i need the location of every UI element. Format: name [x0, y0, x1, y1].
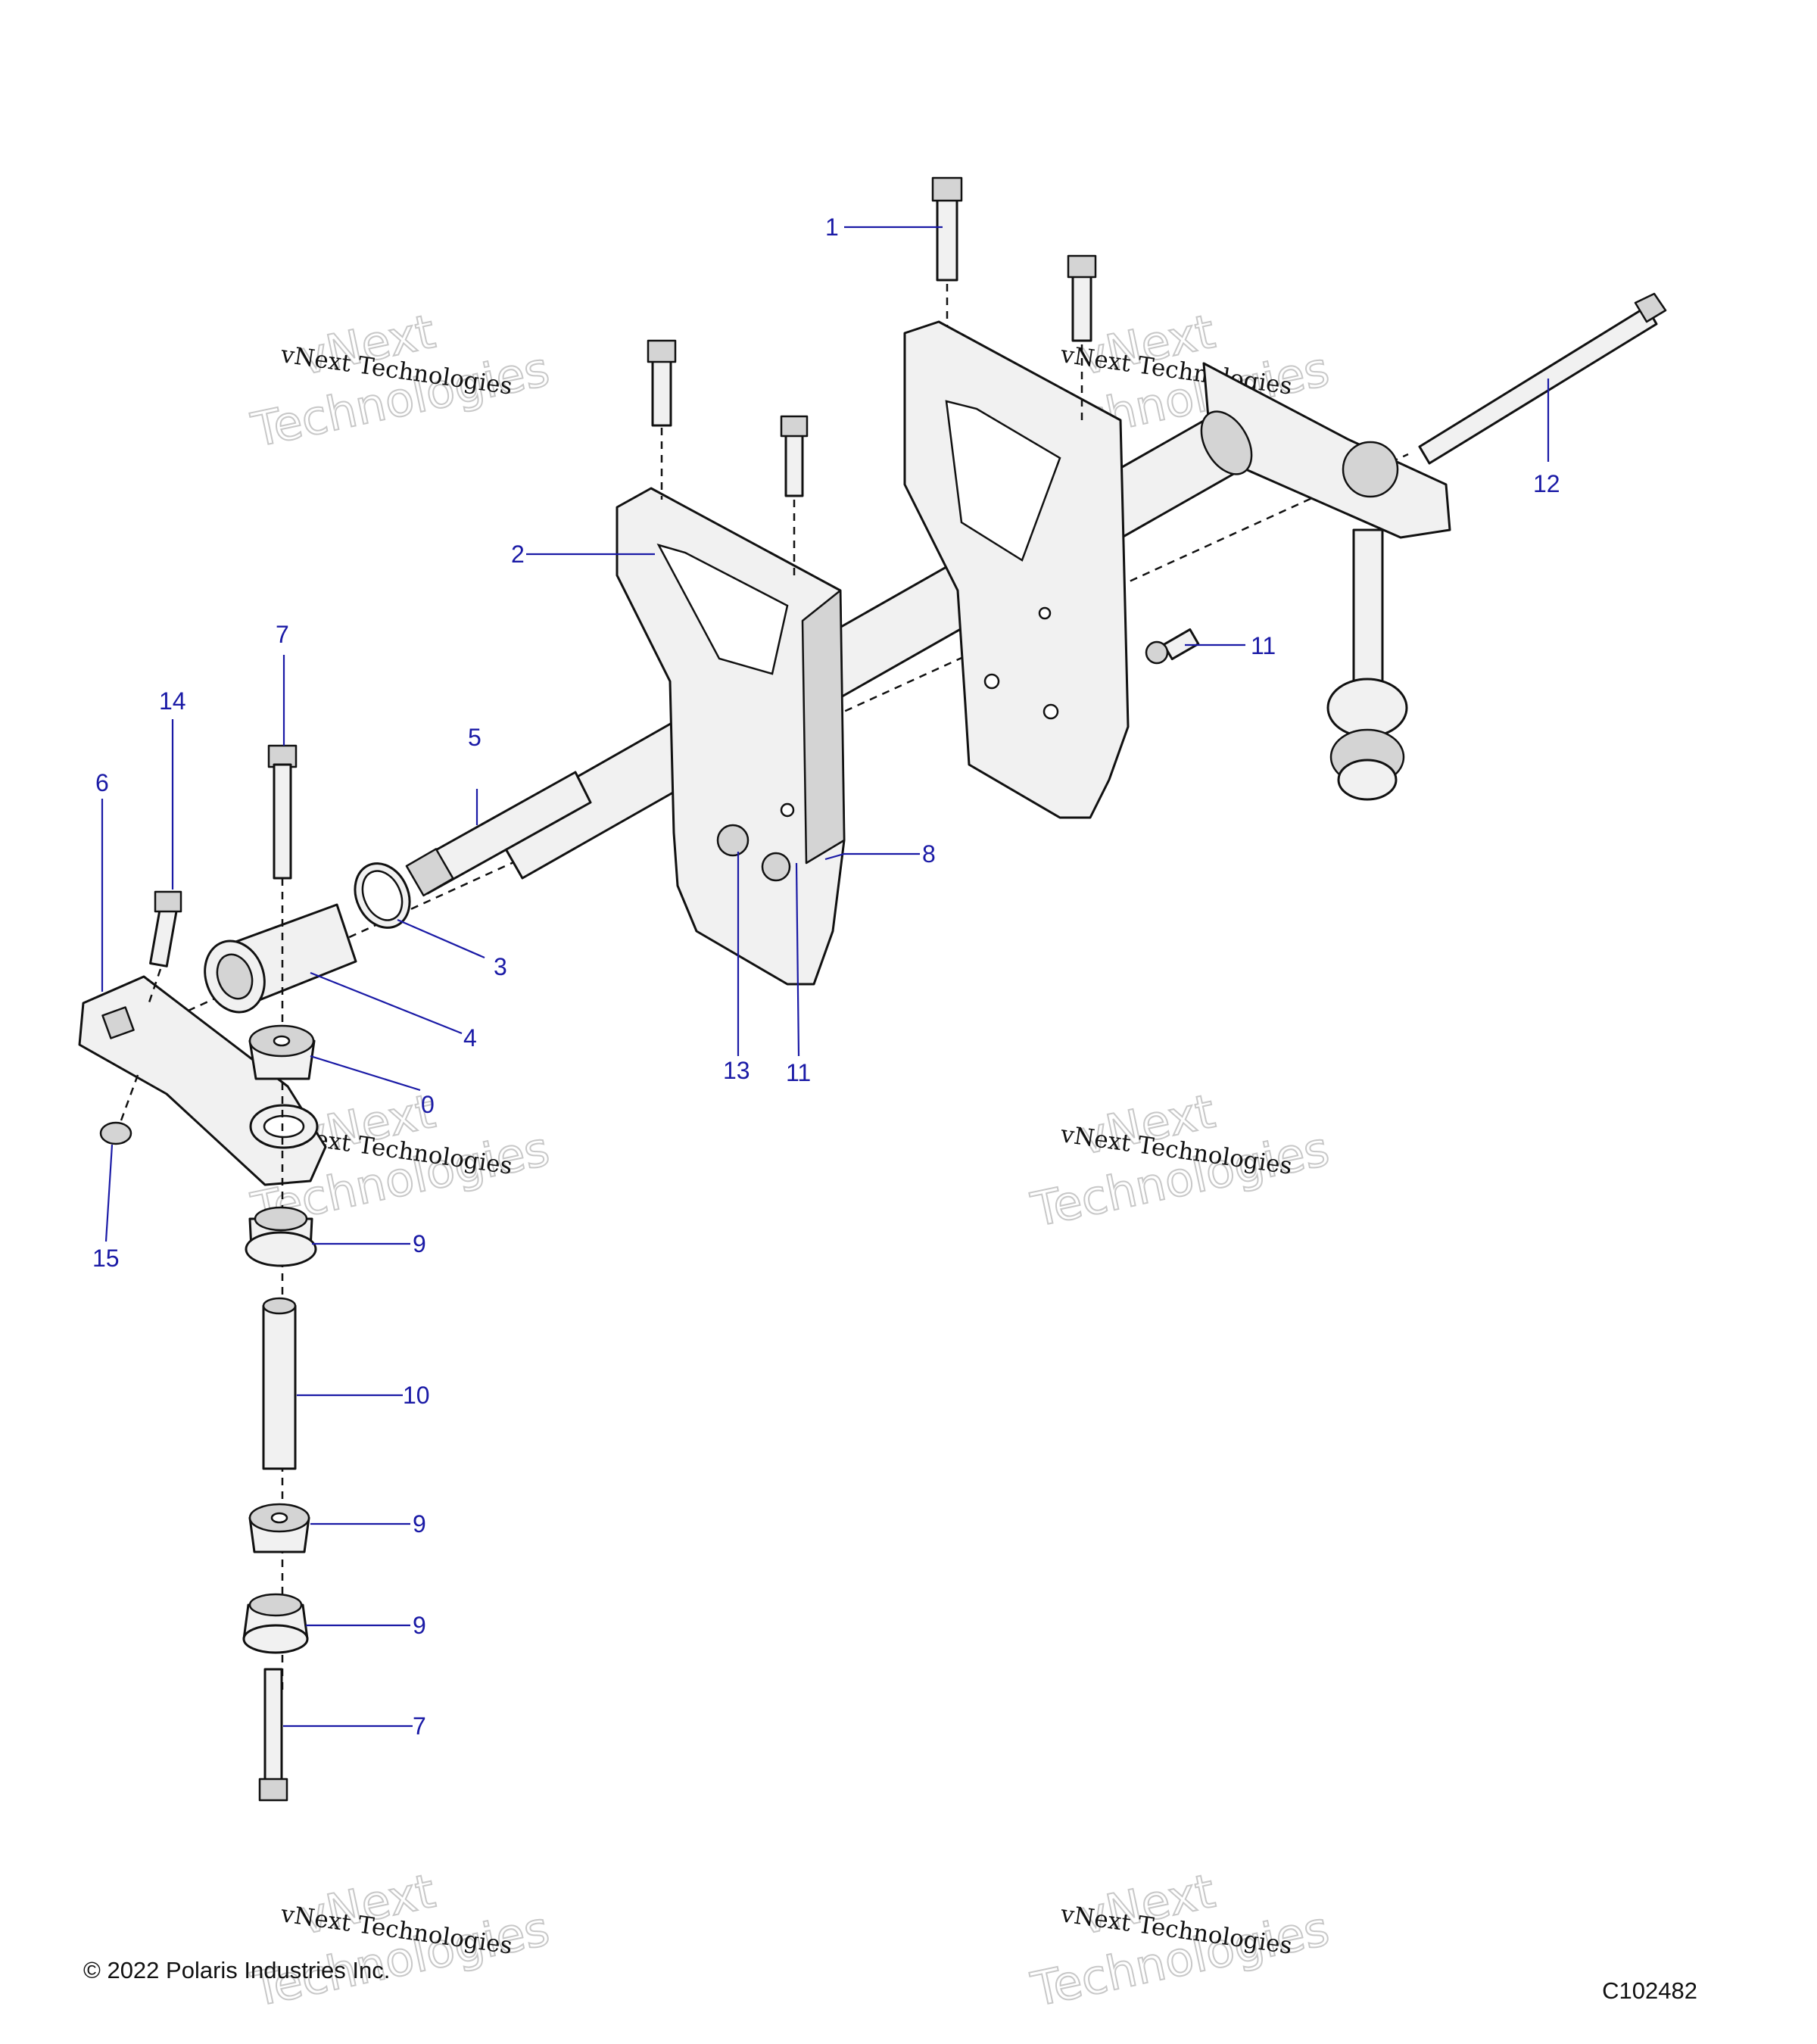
callout-9c: 9 [413, 1612, 426, 1639]
callout-7-bottom: 7 [413, 1712, 426, 1740]
callout-13: 13 [723, 1057, 750, 1084]
part-bolt-7-bottom [258, 1668, 288, 1802]
part-bushing-9c [242, 1593, 309, 1654]
part-front-bracket [616, 487, 846, 986]
part-long-bolt [1418, 292, 1667, 465]
part-bolt-top-4 [780, 415, 809, 575]
callout-11-right: 11 [1251, 632, 1276, 659]
callout-0: 0 [421, 1091, 435, 1118]
copyright-notice: © 2022 Polaris Industries Inc. [83, 1957, 391, 1983]
leader-8 [824, 852, 920, 861]
callout-4: 4 [463, 1024, 477, 1052]
part-bolt-14 [146, 890, 182, 1008]
part-rear-bracket [903, 320, 1130, 819]
drawing-number: C102482 [1602, 1977, 1697, 2004]
callout-8: 8 [922, 840, 936, 868]
callout-12: 12 [1533, 470, 1560, 497]
part-spacer-10 [262, 1297, 297, 1470]
part-sleeve [204, 903, 357, 1014]
callout-2: 2 [511, 541, 525, 568]
callout-3: 3 [494, 953, 507, 980]
callout-11-low: 11 [786, 1059, 811, 1086]
callout-14: 14 [159, 687, 186, 715]
leader-0 [310, 1055, 421, 1092]
leader-4 [310, 971, 463, 1035]
leader-15 [104, 1144, 114, 1242]
callout-7-top: 7 [276, 621, 289, 648]
callout-6: 6 [95, 769, 109, 796]
part-o-ring [354, 862, 411, 929]
part-bolt-top-1 [931, 176, 963, 326]
callout-labels: 1 2 3 4 5 6 7 8 0 9 10 9 9 7 11 12 13 11… [92, 213, 1560, 1740]
part-nut-15 [99, 1074, 139, 1145]
leader-lines [101, 226, 1550, 1728]
part-bolt-top-2 [1067, 254, 1097, 424]
callout-9b: 9 [413, 1510, 426, 1538]
part-bolt-11-right [1145, 628, 1200, 665]
callout-1: 1 [825, 213, 839, 241]
callout-10: 10 [403, 1382, 430, 1409]
part-bolt-top-3 [647, 339, 677, 500]
callout-9a: 9 [413, 1230, 426, 1257]
leader-11-low [795, 862, 800, 1057]
part-bushing-9a [245, 1206, 317, 1267]
part-arm [78, 975, 327, 1186]
callout-5: 5 [468, 724, 482, 751]
part-stabilizer-link [1202, 362, 1451, 801]
callout-15: 15 [92, 1245, 120, 1272]
leader-3 [397, 918, 485, 959]
part-bushing-9b [248, 1503, 310, 1553]
part-bushing-upper [248, 1024, 316, 1080]
part-bolt-7-top [267, 744, 298, 880]
